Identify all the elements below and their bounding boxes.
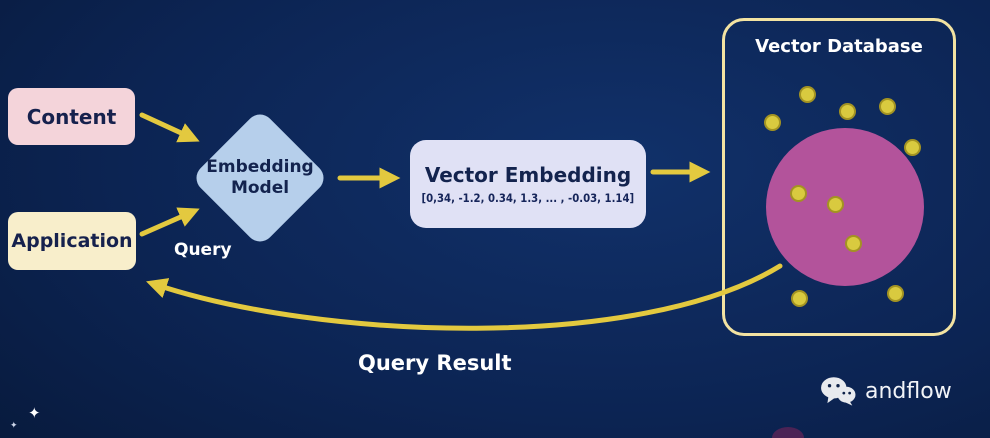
vector-point-dot	[839, 103, 856, 120]
vector-point-dot	[790, 185, 807, 202]
vector-embedding-values: [0,34, -1.2, 0.34, 1.3, ... , -0.03, 1.1…	[421, 191, 635, 205]
query-label: Query	[174, 240, 232, 260]
arrow-content-to-embedding-model	[139, 112, 200, 143]
embedding-model-node: Embedding Model	[190, 108, 330, 248]
content-label: Content	[26, 104, 117, 129]
query-result-label: Query Result	[358, 351, 512, 375]
vector-embedding-title: Vector Embedding	[424, 163, 632, 187]
brand-row: andflow	[820, 376, 952, 406]
arrow-query-result-to-application	[146, 263, 783, 331]
vector-database-panel	[722, 18, 956, 336]
brand-name: andflow	[865, 378, 952, 404]
purple-blob-decoration	[772, 427, 804, 438]
wechat-icon	[821, 377, 856, 406]
application-label: Application	[11, 230, 133, 252]
embedding-model-label: Embedding Model	[206, 156, 314, 198]
vector-embedding-node: Vector Embedding [0,34, -1.2, 0.34, 1.3,…	[410, 140, 646, 228]
vector-database-title: Vector Database	[755, 36, 923, 57]
arrow-application-to-embedding-model	[139, 207, 200, 237]
vector-point-dot	[799, 86, 816, 103]
vector-point-dot	[764, 114, 781, 131]
vector-point-dot	[791, 290, 808, 307]
sparkle-icon: ✦	[28, 404, 41, 422]
vector-point-dot	[887, 285, 904, 302]
vector-point-dot	[845, 235, 862, 252]
vector-point-dot	[827, 196, 844, 213]
vector-point-dot	[904, 139, 921, 156]
vector-cluster-circle	[766, 128, 924, 286]
vector-point-dot	[879, 98, 896, 115]
sparkle-icon: ✦	[10, 421, 18, 431]
application-node: Application	[8, 212, 136, 270]
content-node: Content	[8, 88, 135, 145]
